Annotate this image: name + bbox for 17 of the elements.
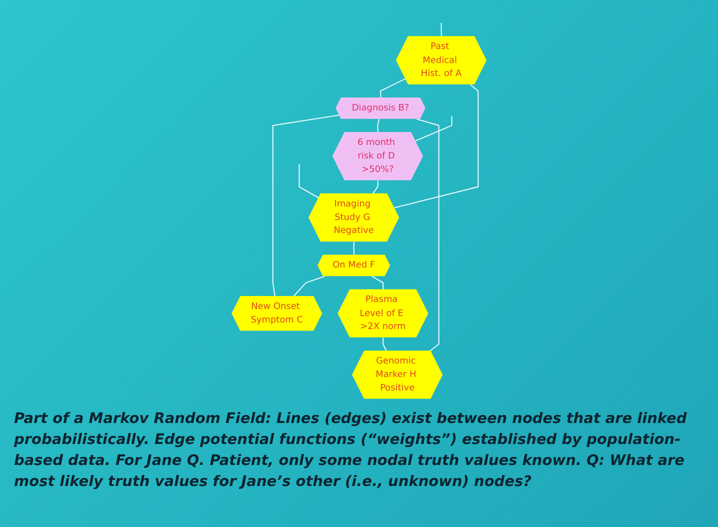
caption: Part of a Markov Random Field: Lines (edges) exist between nodes that are linked probabilistically. Edge potential functions (“weights”) established by population-based data. For Jane Q. Patient, only some nodal truth values known. Q: What are most likely truth values for Jane’s other (i.e., unknown) nodes?: [14, 410, 688, 492]
connector: [415, 116, 452, 141]
connector: [353, 241, 355, 255]
node-box: Diagnosis B?: [336, 97, 426, 118]
connector: [377, 118, 380, 132]
connector: [440, 22, 442, 36]
node-box: New Onset Symptom C: [232, 295, 322, 330]
connector: [372, 180, 378, 194]
connector: [372, 275, 384, 290]
connector: [293, 275, 325, 296]
connector: [416, 118, 440, 351]
connector: [298, 164, 319, 198]
connector: [380, 78, 406, 98]
connector: [272, 114, 340, 296]
connector: [382, 337, 387, 351]
node-box: On Med F: [317, 254, 390, 276]
connector: [394, 84, 479, 208]
